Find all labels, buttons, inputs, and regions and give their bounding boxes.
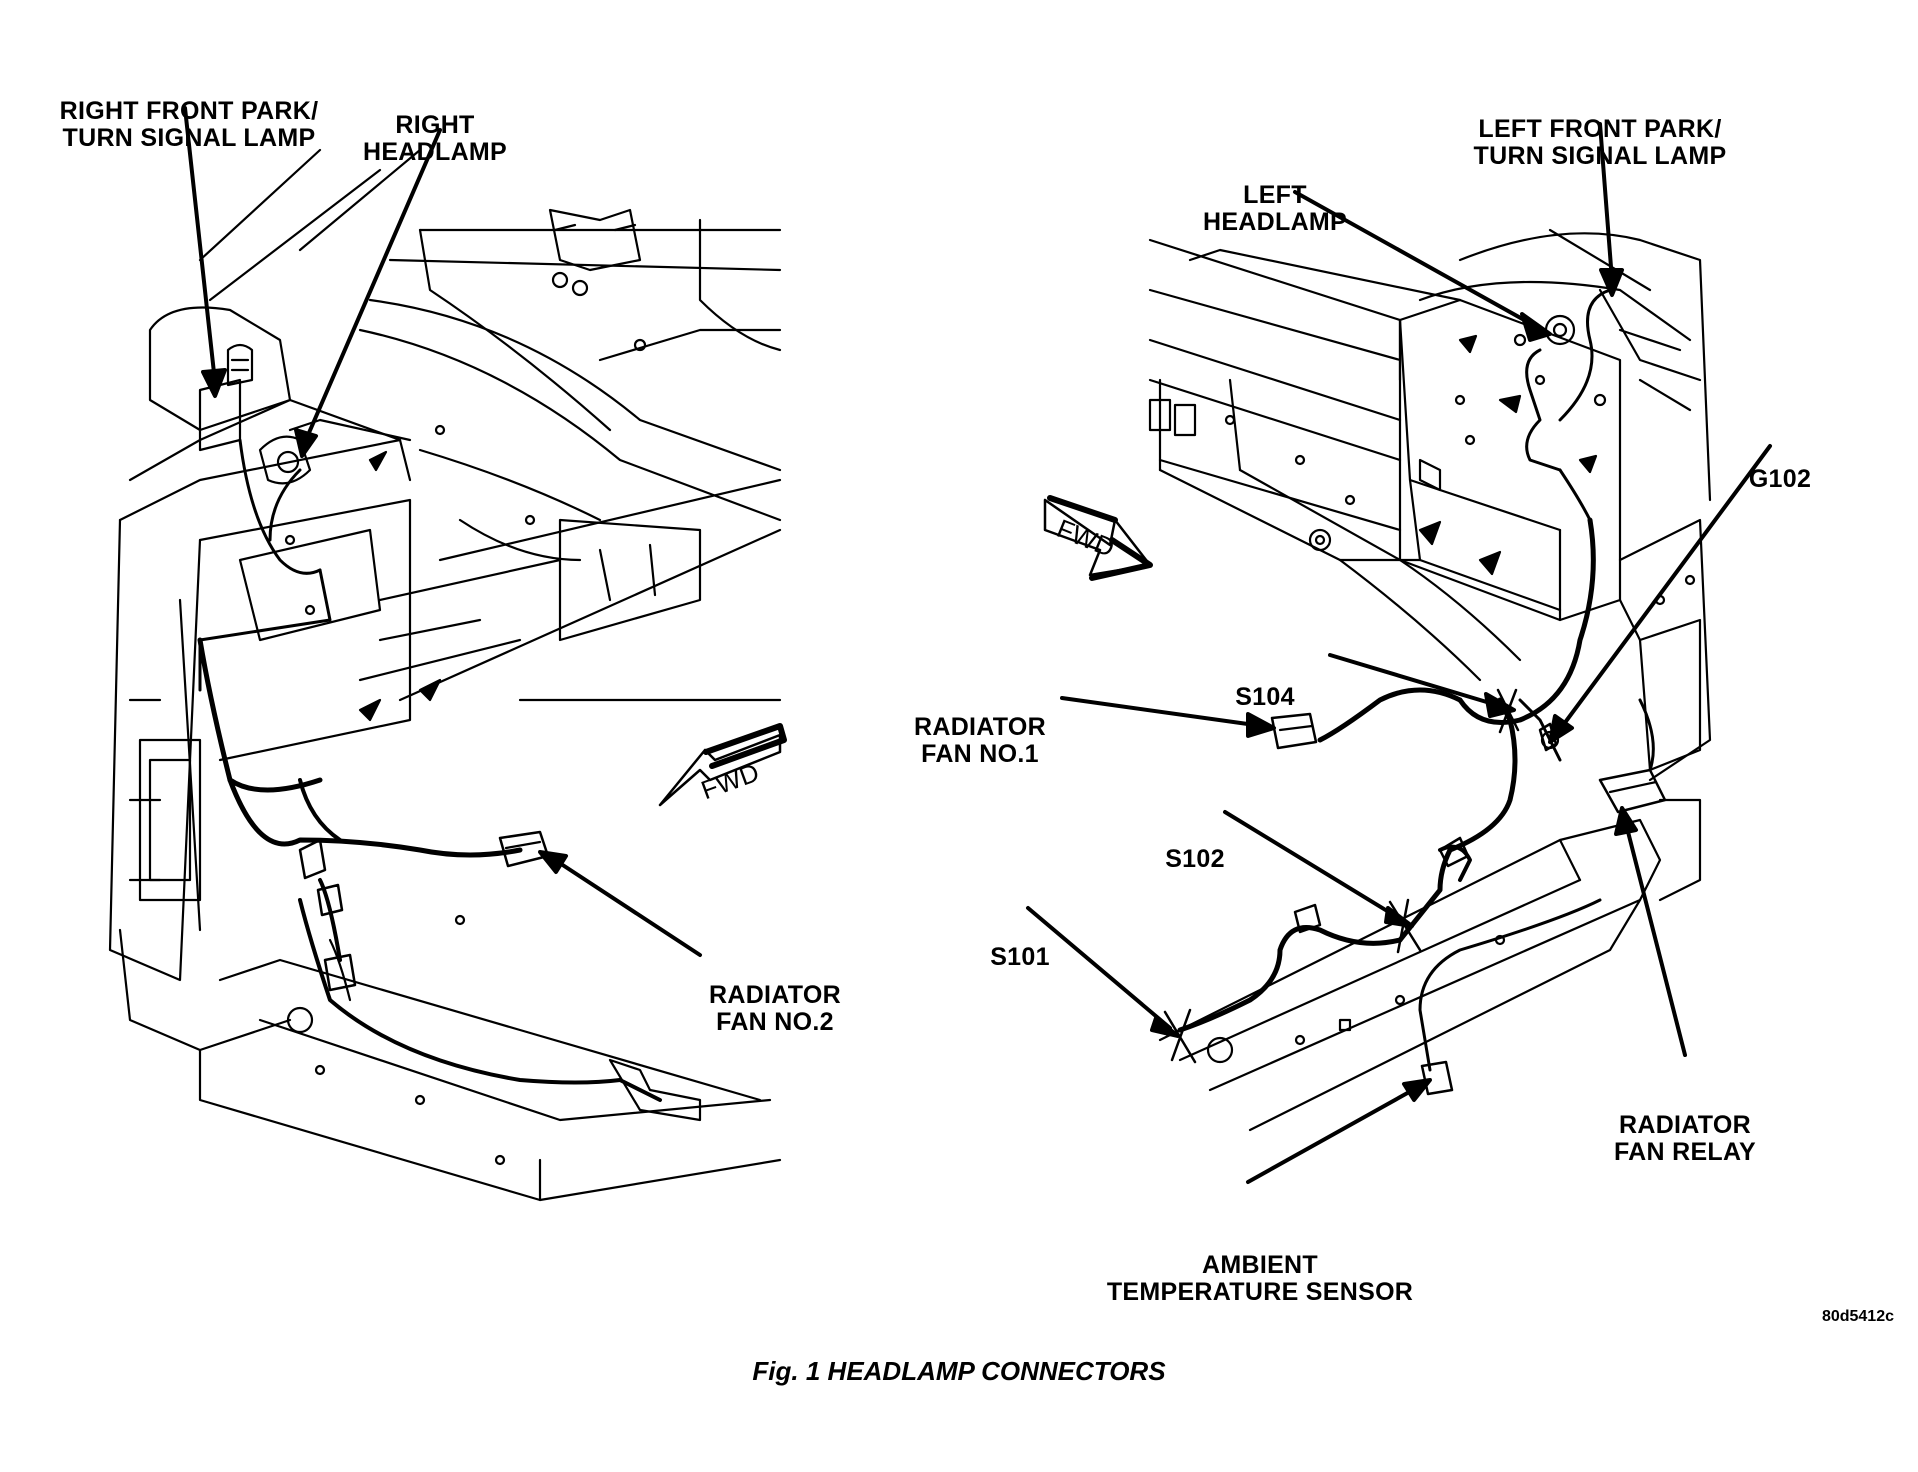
arrow-left-park-lamp xyxy=(1598,122,1624,297)
arrow-radiator-fan-relay xyxy=(1614,806,1687,1057)
arrow-ambient-sensor xyxy=(1246,1078,1432,1184)
arrow-radiator-fan-1 xyxy=(1060,696,1276,738)
fwd-arrow-left xyxy=(658,723,787,807)
arrow-right-park-lamp xyxy=(183,106,227,398)
label-left-front-park-lamp: LEFT FRONT PARK/TURN SIGNAL LAMP xyxy=(1473,115,1727,170)
arrow-s101 xyxy=(1026,906,1180,1038)
label-s102: S102 xyxy=(1165,845,1225,873)
figure-caption: Fig. 1 HEADLAMP CONNECTORS xyxy=(752,1356,1166,1386)
left-assembly-drawing xyxy=(108,148,782,1202)
arrow-s102 xyxy=(1223,810,1414,928)
fwd-arrow-right xyxy=(1043,495,1153,581)
figure-code: 80d5412c xyxy=(1821,1308,1894,1325)
label-right-front-park-lamp: RIGHT FRONT PARK/TURN SIGNAL LAMP xyxy=(59,97,319,152)
callout-arrows xyxy=(183,106,1772,1184)
arrow-g102 xyxy=(1548,444,1772,744)
arrow-left-headlamp xyxy=(1293,190,1552,342)
label-s104: S104 xyxy=(1235,683,1295,711)
arrow-right-headlamp xyxy=(294,128,442,458)
label-s101: S101 xyxy=(990,943,1050,971)
arrow-s104 xyxy=(1328,653,1516,718)
label-g102: G102 xyxy=(1748,465,1812,493)
arrow-radiator-fan-2 xyxy=(538,850,702,957)
